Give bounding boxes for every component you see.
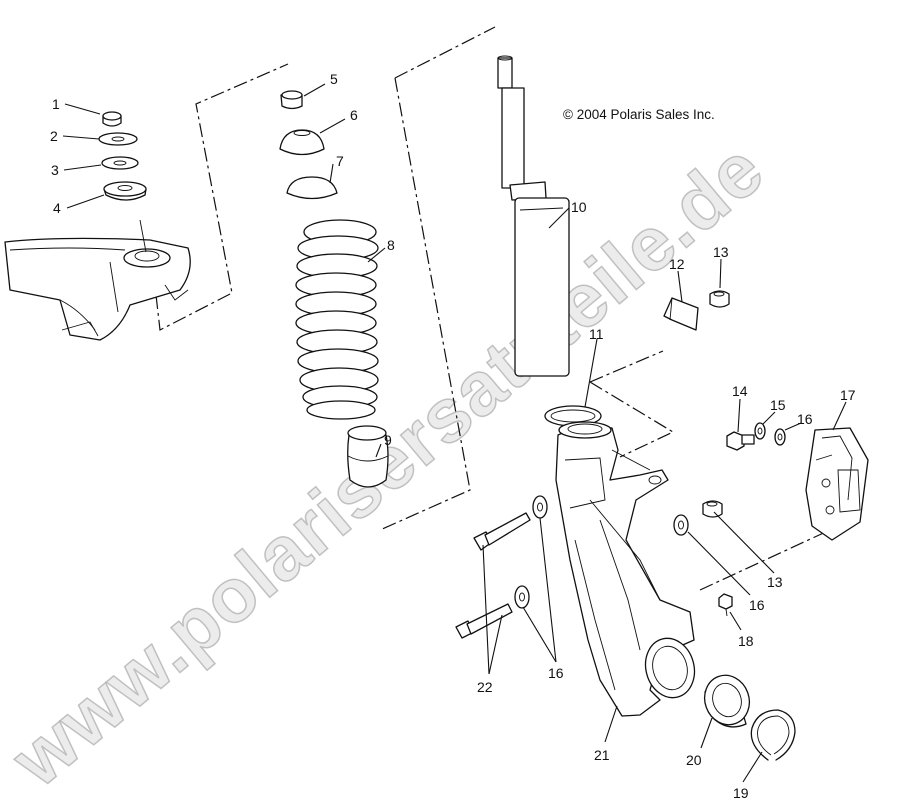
callout-16-bolts: 16: [548, 665, 564, 681]
callout-8: 8: [387, 237, 395, 253]
callout-9: 9: [384, 432, 392, 448]
part-13-nut-lower: [702, 500, 723, 518]
callout-13-upper: 13: [713, 244, 729, 260]
callout-10: 10: [571, 199, 587, 215]
part-12-clip: [663, 297, 699, 331]
callout-12: 12: [669, 256, 685, 272]
part-16-washer-caliper: [774, 428, 786, 446]
part-14-bolt: [726, 431, 755, 451]
callout-6: 6: [350, 107, 358, 123]
callout-22: 22: [477, 679, 493, 695]
callout-14: 14: [732, 383, 748, 399]
callout-16-caliper: 16: [797, 411, 813, 427]
part-6-retainer: [279, 129, 325, 156]
leader-lines: [62, 83, 847, 783]
part-2-washer: [98, 132, 138, 146]
part-16-washer-bolt-upper: [532, 495, 548, 519]
part-7-spring-seat: [286, 176, 338, 200]
assembly-lines: [155, 26, 831, 591]
callout-17: 17: [840, 387, 856, 403]
part-3-washer: [101, 156, 139, 170]
part-11-o-ring: [544, 405, 602, 427]
part-9-bump-stop: [347, 425, 389, 488]
callout-labels: 1 2 3 4 5 6 7 8 9 10 11 12 13 13 14 15 1…: [50, 71, 856, 801]
callout-13-lower: 13: [767, 574, 783, 590]
part-16-washer-bolt-lower: [514, 585, 530, 609]
callout-11: 11: [589, 326, 604, 342]
part-8-spring: [295, 219, 379, 420]
chassis-mount: [4, 219, 191, 341]
callout-21: 21: [594, 747, 610, 763]
callout-4: 4: [53, 200, 61, 216]
callout-3: 3: [51, 162, 59, 178]
part-17-caliper: [805, 427, 869, 541]
part-22-bolt-upper: [473, 512, 531, 551]
callout-7: 7: [336, 153, 344, 169]
callout-5: 5: [330, 71, 338, 87]
part-5-bushing: [280, 90, 303, 110]
part-1-nut: [102, 111, 122, 127]
part-20-bearing: [703, 674, 751, 728]
callout-2: 2: [50, 128, 58, 144]
callout-16-knuckle: 16: [749, 597, 765, 613]
part-15-washer: [754, 422, 766, 440]
copyright-text: © 2004 Polaris Sales Inc.: [563, 107, 715, 122]
part-21-knuckle: [555, 421, 696, 717]
watermark-text: www.polarisersatzteile.de: [0, 126, 780, 803]
watermark: www.polarisersatzteile.de: [0, 126, 780, 805]
part-22-bolt-lower: [455, 603, 513, 639]
callout-18: 18: [738, 633, 754, 649]
part-13-nut-upper: [709, 290, 730, 308]
part-4-cup: [103, 181, 147, 201]
callout-15: 15: [770, 397, 786, 413]
part-16-washer-knuckle: [673, 514, 689, 536]
callout-20: 20: [686, 752, 702, 768]
callout-1: 1: [52, 96, 60, 112]
part-19-snap-ring: [750, 709, 796, 761]
part-10-strut: [497, 55, 570, 377]
callout-19: 19: [733, 785, 749, 801]
part-18-bleeder: [718, 593, 733, 617]
